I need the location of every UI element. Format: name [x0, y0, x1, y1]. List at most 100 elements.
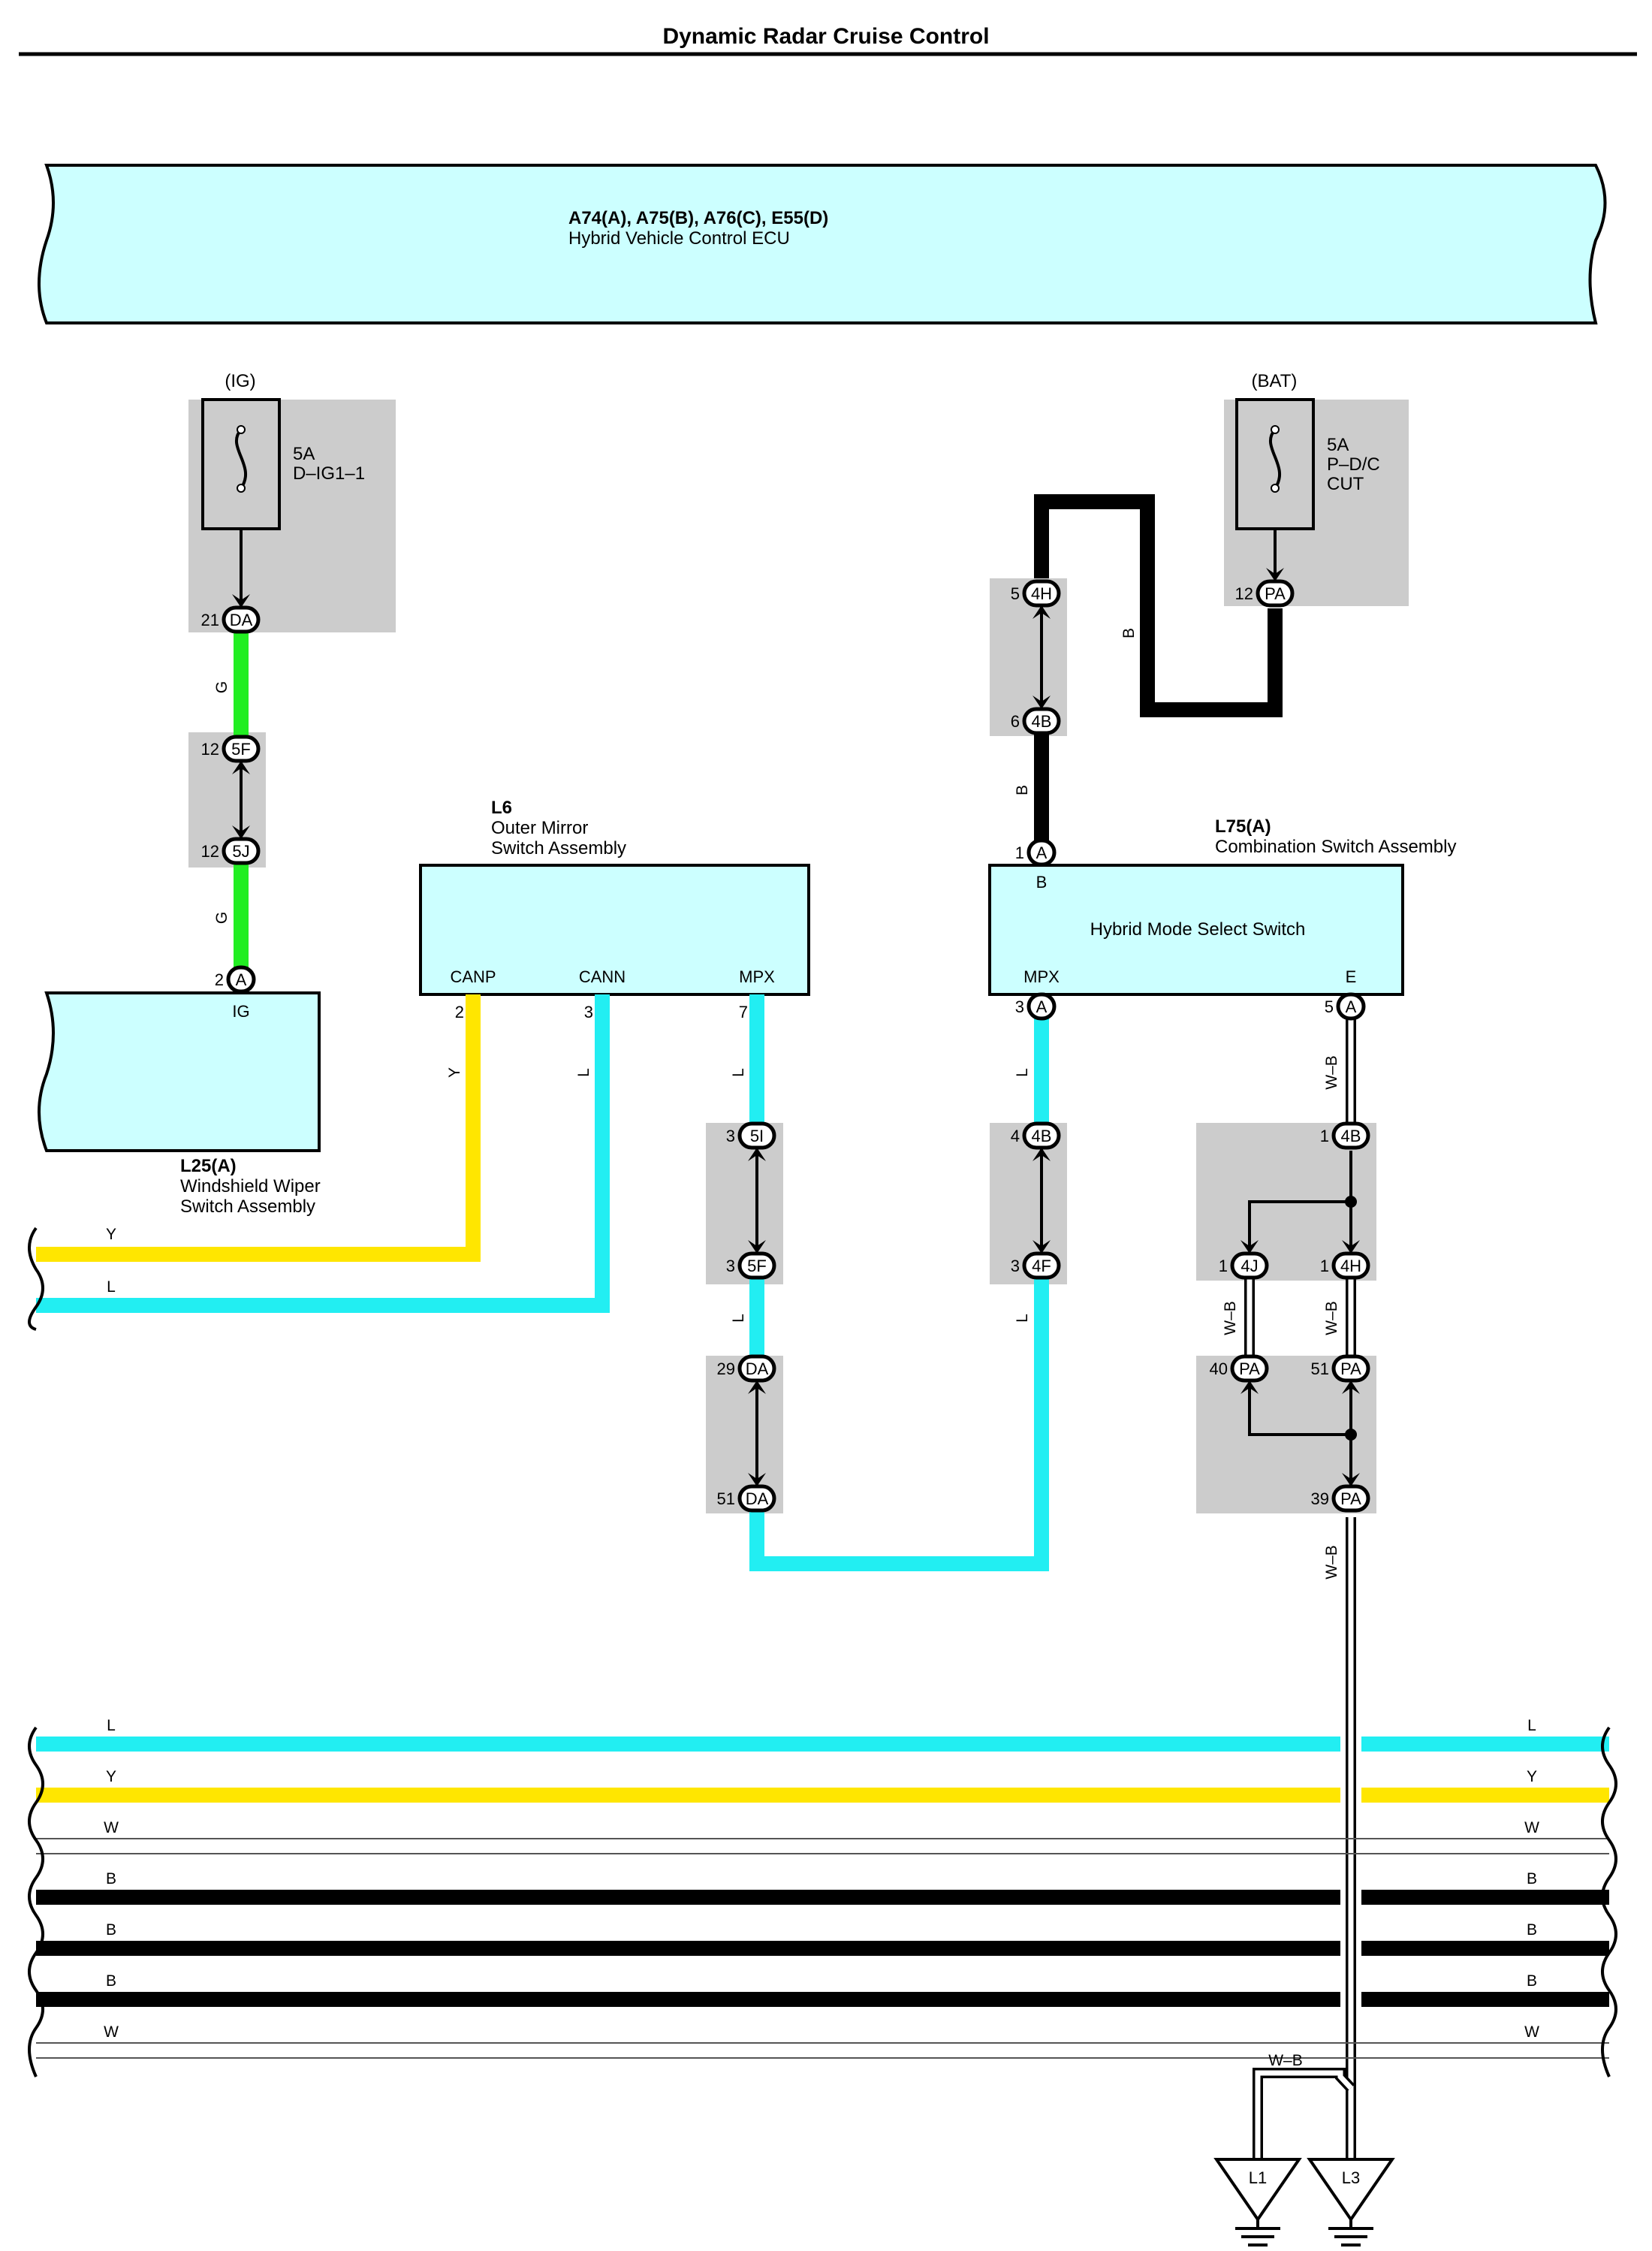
- l6-name2: Switch Assembly: [491, 838, 626, 858]
- connector-pin: 39: [1311, 1489, 1329, 1508]
- connector-c-l75-e: A5: [1325, 992, 1366, 1021]
- ground-l3: [1307, 2158, 1395, 2246]
- l75-pin-e: E: [1346, 967, 1357, 986]
- connector-c-pa-bat: PA 12: [1235, 568, 1295, 608]
- connector-c-4f: 4F3: [1011, 1240, 1061, 1280]
- l6-id: L6: [491, 798, 512, 818]
- connector-code: 4B: [1032, 712, 1052, 731]
- connector-code: 4F: [1032, 1257, 1051, 1275]
- fuse-ig-icon: [235, 428, 247, 490]
- connector-c-l25: A2: [215, 965, 256, 994]
- connector-pin: 29: [717, 1359, 735, 1378]
- connector-c-4b-e: 4B1: [1320, 1121, 1370, 1150]
- connector-pin: 21: [201, 611, 219, 629]
- bus-label-left: B: [106, 1870, 116, 1887]
- wire-label-b1: B: [1120, 628, 1138, 638]
- wire-label-wb1: W–B: [1323, 1055, 1340, 1090]
- l25-pin-label: IG: [232, 1002, 249, 1021]
- bus-label-right: L: [1527, 1717, 1536, 1734]
- fuse-ig-dot-top: [237, 425, 246, 434]
- l75-pin-mpx: MPX: [1023, 967, 1060, 986]
- bus-label-left: W: [104, 1819, 119, 1836]
- l6-name1: Outer Mirror: [491, 818, 588, 838]
- wire-label-g2: G: [213, 912, 231, 924]
- l25-name1: Windshield Wiper: [180, 1176, 321, 1196]
- connector-c-4b-top: 4B 6: [1011, 696, 1061, 735]
- connector-code: 4J: [1241, 1257, 1258, 1275]
- fuse-bat-source: (BAT): [1252, 371, 1298, 391]
- connector-pin: 51: [717, 1489, 735, 1508]
- wire-b-bat: [1034, 494, 1283, 717]
- bus-label-right: W: [1524, 2023, 1539, 2041]
- l6-pin-cann: CANN: [579, 967, 626, 986]
- connector-code: A: [1036, 997, 1048, 1016]
- wire-label-y1: Y: [446, 1067, 463, 1078]
- ecu-name: Hybrid Vehicle Control ECU: [568, 228, 790, 249]
- connector-pin: 3: [726, 1127, 735, 1145]
- bus-label-right: Y: [1527, 1768, 1537, 1785]
- wire-y-canp: [36, 994, 481, 1262]
- connector-pin: 1: [1015, 843, 1024, 862]
- ecu-block: [38, 164, 1607, 324]
- connector-pin: 12: [1235, 584, 1253, 603]
- connector-code: 4H: [1031, 584, 1052, 603]
- wire-label-l4: L: [1014, 1068, 1031, 1077]
- wire-l-mpx-3: [749, 1277, 1049, 1571]
- connector-pin: 1: [1320, 1127, 1329, 1145]
- fuse-bat-icon: [1269, 428, 1281, 490]
- connector-pin: 1: [1320, 1257, 1329, 1275]
- l6-block: [419, 864, 810, 996]
- fuse-bat-dot-top: [1271, 425, 1280, 434]
- fuse-ig-name: D–IG1–1: [293, 463, 365, 484]
- ecu-id: A74(A), A75(B), A76(C), E55(D): [568, 208, 828, 228]
- connector-code: 5F: [231, 740, 251, 759]
- bus-label-right: W: [1524, 1819, 1539, 1836]
- fuse-bat-rating: 5A: [1327, 435, 1349, 455]
- connector-pin: 6: [1011, 712, 1020, 731]
- connector-c-pa-39: PA 39: [1311, 1473, 1370, 1513]
- connector-pin: 12: [201, 842, 219, 861]
- fuse-ig-rating: 5A: [293, 444, 315, 464]
- left-wires-edge: [28, 1227, 44, 1331]
- bus-label-left: Y: [106, 1768, 116, 1785]
- fuse-bat-shade: [1224, 400, 1409, 606]
- bus-label-left: B: [106, 1921, 116, 1939]
- connector-c-l75-b: A1: [1015, 838, 1057, 867]
- connector-pin: 1: [1219, 1257, 1228, 1275]
- connector-c-4h-top: 4H5: [1011, 579, 1061, 619]
- bus-label-right: B: [1527, 1921, 1537, 1939]
- fuse-bat-name2: CUT: [1327, 474, 1364, 494]
- ground-l3-label: L3: [1342, 2168, 1360, 2187]
- bus-label-right: B: [1527, 1972, 1537, 1990]
- wb-splice-top: [1345, 1196, 1357, 1208]
- bus-label-left: W: [104, 2023, 119, 2041]
- l75-block: [988, 864, 1404, 996]
- ground-l1-label: L1: [1249, 2168, 1267, 2187]
- l75-pin-b: B: [1036, 873, 1048, 892]
- wire-label-l5: L: [1014, 1314, 1031, 1323]
- bus-left-edge: [28, 1726, 44, 2077]
- connector-pin: 4: [1011, 1127, 1020, 1145]
- connector-code: PA: [1340, 1489, 1361, 1508]
- connector-c-da-51: DA 51: [717, 1473, 776, 1513]
- wire-label-wb4: W–B: [1323, 1545, 1340, 1580]
- connector-code: DA: [746, 1489, 769, 1508]
- fuse-ig-source: (IG): [225, 371, 255, 391]
- connector-pin: 3: [726, 1257, 735, 1275]
- connector-code: A: [1036, 843, 1048, 862]
- connector-pin: 51: [1311, 1359, 1329, 1378]
- l6-pin-mpx: MPX: [739, 967, 775, 986]
- l75-id: L75(A): [1215, 816, 1271, 837]
- connector-code: PA: [1239, 1359, 1260, 1378]
- connector-code: PA: [1265, 584, 1286, 603]
- connector-c-5i: 5I3: [726, 1121, 776, 1161]
